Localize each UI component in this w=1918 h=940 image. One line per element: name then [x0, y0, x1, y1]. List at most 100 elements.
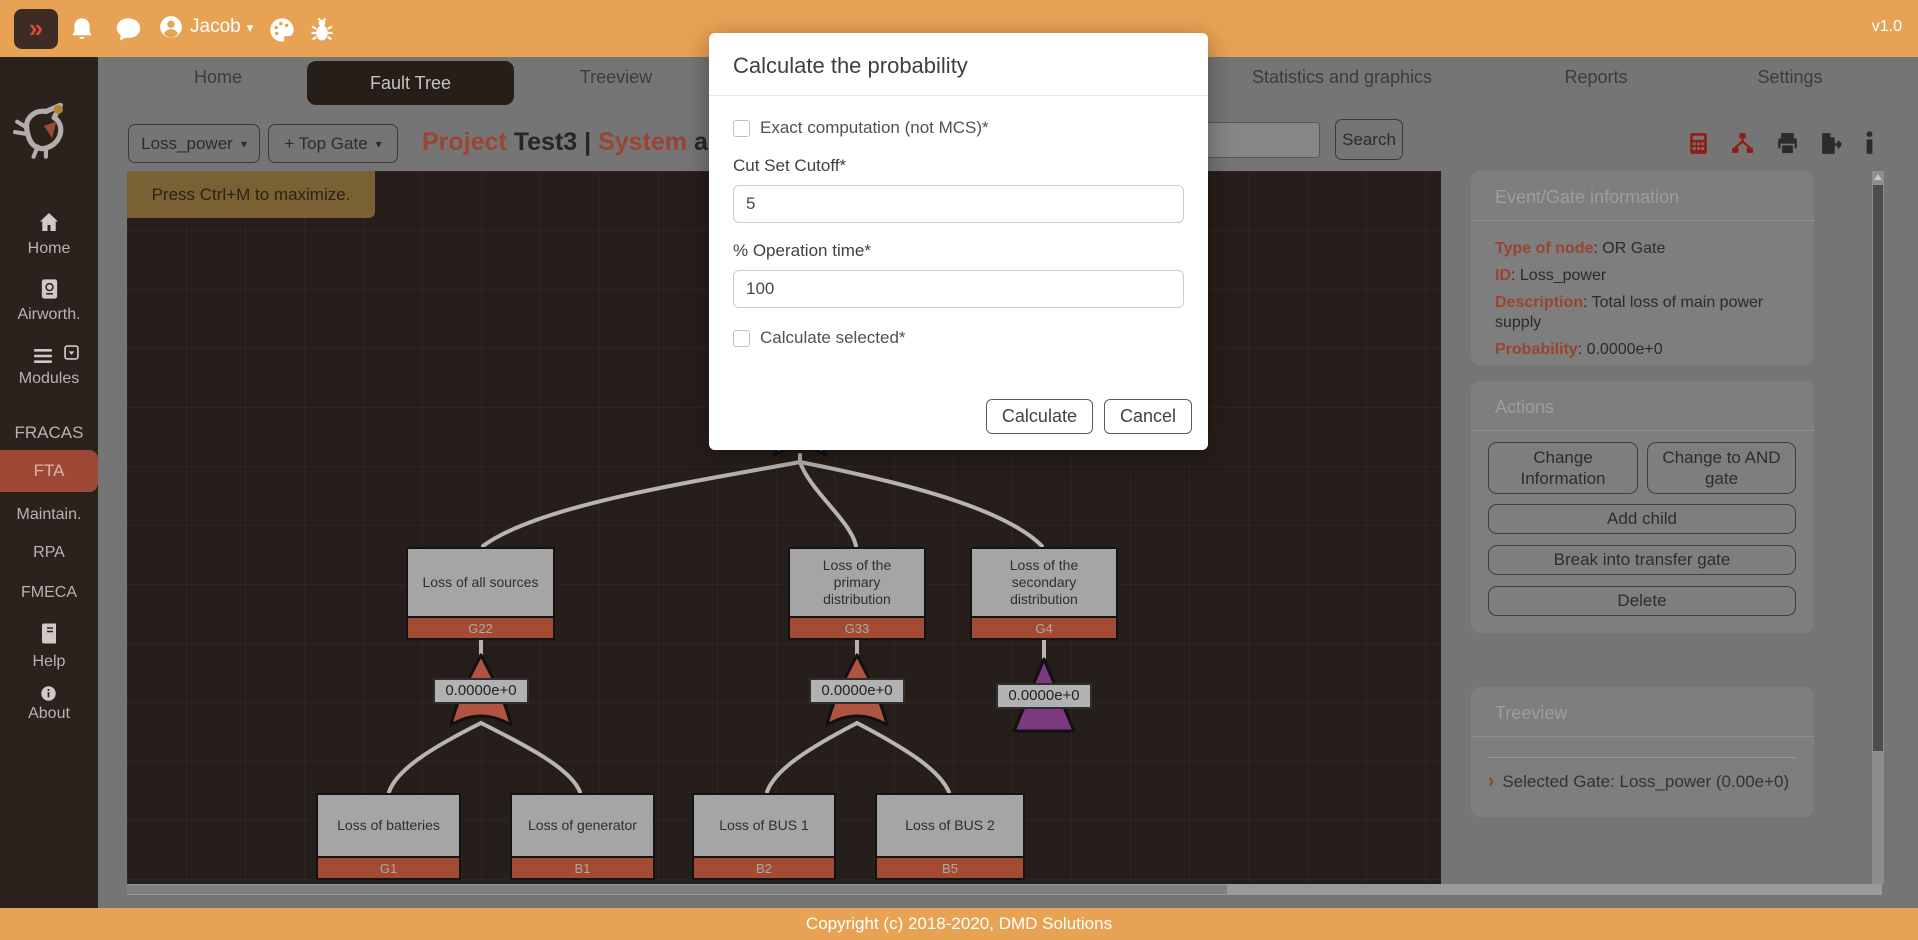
info-label: ID	[1495, 267, 1511, 284]
theme-palette-icon[interactable]	[268, 16, 296, 44]
scroll-up-arrow[interactable]	[1874, 174, 1882, 180]
gate-selector-value: Loss_power	[141, 133, 233, 153]
event-gate-info-card: Event/Gate information Type of node: OR …	[1471, 171, 1814, 365]
modules-expand-icon[interactable]	[64, 345, 79, 360]
sidebar: Home Airworth. Modules FRACAS FTA Mainta…	[0, 57, 98, 908]
sidebar-item-fracas[interactable]: FRACAS	[14, 423, 84, 442]
tree-node-b5[interactable]: Loss of BUS 2 B5	[875, 793, 1025, 880]
node-id: B5	[877, 856, 1023, 878]
app-logo-bird-icon	[13, 102, 64, 159]
help-book-icon[interactable]	[37, 620, 61, 647]
node-id: G22	[408, 616, 553, 638]
exact-computation-label: Exact computation (not MCS)*	[760, 118, 989, 137]
info-value: : OR Gate	[1593, 240, 1666, 257]
vertical-scrollbar[interactable]	[1872, 171, 1884, 884]
sidebar-item-rpa[interactable]: RPA	[33, 544, 65, 561]
project-label: Project	[422, 128, 507, 156]
tab-settings[interactable]: Settings	[1757, 67, 1823, 87]
node-id: B1	[512, 856, 653, 878]
calculate-probability-modal: Calculate the probability Exact computat…	[709, 33, 1208, 450]
cut-set-cutoff-label: Cut Set Cutoff*	[733, 156, 847, 175]
info-value: : Total loss of main power supply	[1495, 294, 1764, 331]
add-child-button[interactable]: Add child	[1488, 504, 1796, 534]
sidebar-item-home[interactable]: Home	[27, 240, 71, 257]
tree-node-g22[interactable]: Loss of all sources G22	[406, 547, 555, 640]
info-icon[interactable]	[1864, 131, 1875, 156]
notifications-bell-icon[interactable]	[68, 16, 96, 44]
horizontal-scrollbar[interactable]	[127, 884, 1882, 895]
sidebar-item-fmeca[interactable]: FMECA	[21, 584, 77, 601]
scrollbar-thumb[interactable]	[127, 885, 1227, 894]
sidebar-item-fta[interactable]: FTA	[0, 450, 98, 492]
gate-value-chip: 0.0000e+0	[996, 683, 1092, 709]
fault-tree-canvas[interactable]: Press Ctrl+M to maximize.	[127, 171, 1441, 884]
card-title: Event/Gate information	[1495, 187, 1680, 207]
tab-home[interactable]: Home	[193, 67, 243, 87]
operation-time-input[interactable]	[733, 270, 1184, 308]
tree-node-g33[interactable]: Loss of the primary distribution G33	[788, 547, 926, 640]
tree-node-g1[interactable]: Loss of batteries G1	[316, 793, 461, 880]
bug-report-icon[interactable]	[308, 16, 336, 44]
caret-down-icon: ▾	[375, 136, 382, 151]
tree-node-b1[interactable]: Loss of generator B1	[510, 793, 655, 880]
info-value: : 0.0000e+0	[1577, 341, 1663, 358]
tree-node-g4[interactable]: Loss of the secondary distribution G4	[970, 547, 1118, 640]
change-information-button[interactable]: Change Information	[1488, 442, 1638, 494]
divider	[1471, 736, 1814, 737]
node-label: Loss of the secondary distribution	[972, 549, 1116, 616]
airworthiness-passport-icon[interactable]	[38, 276, 61, 302]
node-label: Loss of the primary distribution	[790, 549, 924, 616]
messages-chat-icon[interactable]	[113, 16, 144, 44]
double-chevron-icon: »	[28, 12, 44, 43]
calculate-selected-checkbox[interactable]	[733, 329, 750, 347]
node-id: G33	[790, 616, 924, 638]
export-file-icon[interactable]	[1818, 131, 1843, 156]
tab-treeview[interactable]: Treeview	[579, 67, 653, 87]
treeview-selected-gate[interactable]: › Selected Gate: Loss_power (0.00e+0)	[1488, 772, 1789, 792]
gate-value-chip: 0.0000e+0	[809, 678, 905, 704]
footer-copyright: Copyright (c) 2018-2020, DMD Solutions	[0, 908, 1918, 940]
title-separator: |	[584, 128, 592, 156]
divider	[1488, 757, 1796, 758]
break-into-transfer-gate-button[interactable]: Break into transfer gate	[1488, 545, 1796, 575]
project-diagram-icon[interactable]	[1730, 131, 1755, 156]
sidebar-item-about[interactable]: About	[28, 705, 70, 722]
gate-value-chip: 0.0000e+0	[433, 678, 529, 704]
sidebar-item-help[interactable]: Help	[32, 653, 66, 670]
node-label: Loss of BUS 2	[877, 795, 1023, 856]
username: Jacob	[190, 16, 241, 37]
node-label: Loss of BUS 1	[694, 795, 834, 856]
info-label: Description	[1495, 294, 1584, 311]
home-icon[interactable]	[36, 210, 62, 234]
info-value: : Loss_power	[1511, 267, 1607, 284]
user-menu[interactable]: Jacob ▾	[158, 14, 253, 40]
calculate-selected-label: Calculate selected*	[760, 328, 906, 347]
tab-fault-tree[interactable]: Fault Tree	[307, 61, 514, 105]
sidebar-collapse-button[interactable]: »	[14, 9, 58, 49]
calculate-button[interactable]: Calculate	[985, 399, 1093, 434]
exact-computation-checkbox[interactable]	[733, 119, 750, 137]
actions-card: Actions Change Information Change to AND…	[1471, 381, 1814, 633]
tab-statistics[interactable]: Statistics and graphics	[1251, 67, 1433, 87]
tree-node-b2[interactable]: Loss of BUS 1 B2	[692, 793, 836, 880]
sidebar-item-modules[interactable]: Modules	[18, 370, 80, 387]
delete-button[interactable]: Delete	[1488, 586, 1796, 616]
scrollbar-thumb[interactable]	[1873, 185, 1883, 751]
node-label: Loss of generator	[512, 795, 653, 856]
change-to-and-gate-button[interactable]: Change to AND gate	[1647, 442, 1796, 494]
print-icon[interactable]	[1775, 131, 1800, 156]
cancel-button[interactable]: Cancel	[1103, 399, 1192, 434]
calculate-probability-icon[interactable]	[1686, 131, 1711, 156]
search-button[interactable]: Search	[1335, 119, 1403, 160]
tab-reports[interactable]: Reports	[1564, 67, 1628, 87]
about-info-icon[interactable]	[40, 685, 57, 702]
sidebar-item-airworthiness[interactable]: Airworth.	[17, 306, 81, 323]
operation-time-label: % Operation time*	[733, 241, 871, 260]
cut-set-cutoff-input[interactable]	[733, 185, 1184, 223]
add-top-gate-dropdown[interactable]: + Top Gate ▾	[268, 124, 398, 163]
sidebar-item-maintain[interactable]: Maintain.	[16, 506, 82, 523]
system-name: a	[693, 128, 708, 156]
modules-bars-icon[interactable]	[30, 344, 56, 368]
gate-selector-dropdown[interactable]: Loss_power ▾	[128, 124, 260, 163]
